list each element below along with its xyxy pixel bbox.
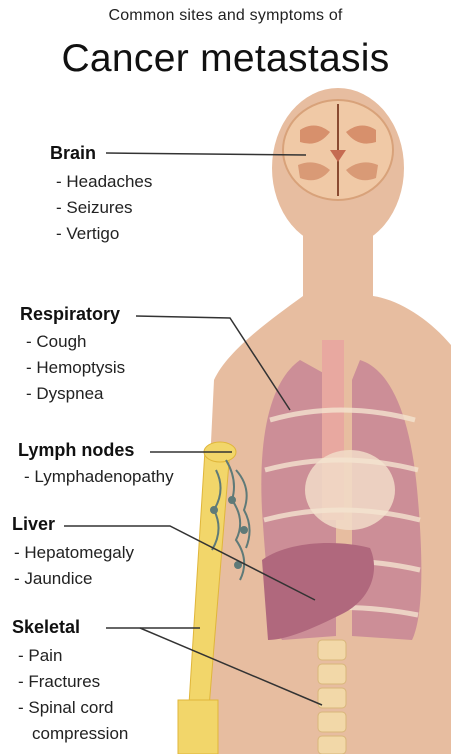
symptoms-respiratory: - Cough - Hemoptysis - Dyspnea [26,329,125,407]
symptom: - Spinal cord [18,695,128,721]
site-label-respiratory: Respiratory [20,304,120,325]
symptom: - Fractures [18,669,128,695]
symptom: compression [18,721,128,747]
symptom: - Lymphadenopathy [24,464,174,490]
title-line-2: Cancer metastasis [0,37,451,81]
symptoms-brain: - Headaches - Seizures - Vertigo [56,169,152,247]
site-label-liver: Liver [12,514,55,535]
brain-illustration [283,100,393,200]
symptom: - Pain [18,643,128,669]
site-label-brain: Brain [50,143,96,164]
symptom: - Dyspnea [26,381,125,407]
symptom: - Hepatomegaly [14,540,134,566]
symptoms-liver: - Hepatomegaly - Jaundice [14,540,134,592]
symptom: - Cough [26,329,125,355]
symptoms-lymph-nodes: - Lymphadenopathy [24,464,174,490]
symptom: - Hemoptysis [26,355,125,381]
site-label-lymph-nodes: Lymph nodes [18,440,134,461]
site-label-skeletal: Skeletal [12,617,80,638]
symptom: - Vertigo [56,221,152,247]
title-line-1: Common sites and symptoms of [0,7,451,25]
symptom: - Seizures [56,195,152,221]
symptom: - Jaundice [14,566,134,592]
spine-illustration [318,640,346,754]
symptom: - Headaches [56,169,152,195]
symptoms-skeletal: - Pain - Fractures - Spinal cord compres… [18,643,128,747]
